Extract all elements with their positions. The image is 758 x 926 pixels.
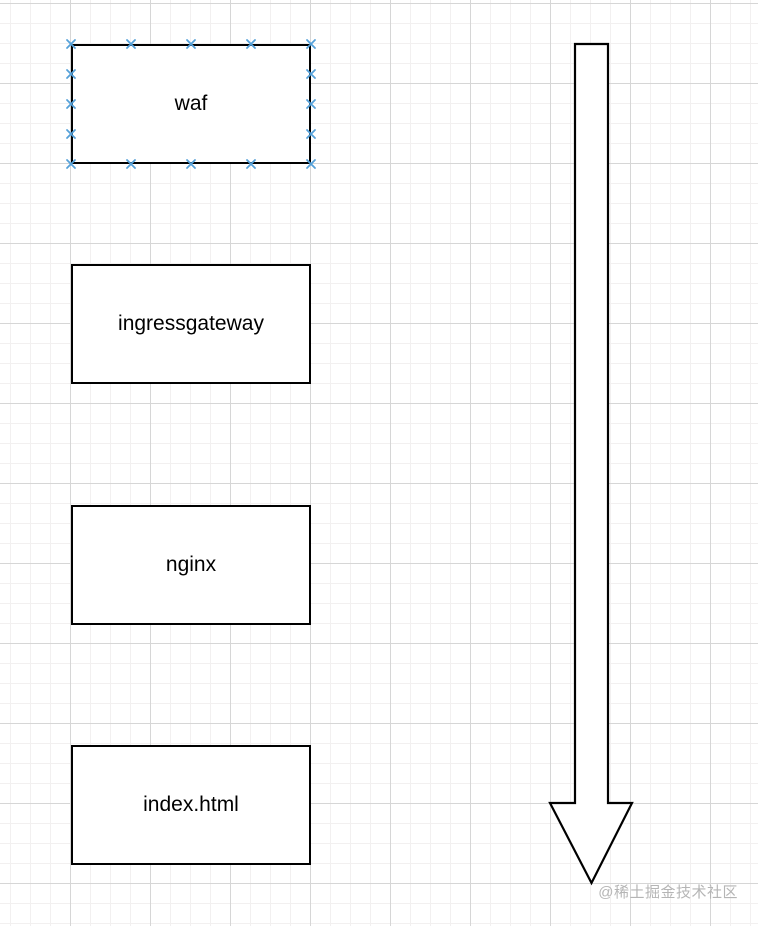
node-ingressgateway[interactable]: ingressgateway: [71, 264, 311, 384]
connection-point-icon[interactable]: [306, 159, 317, 170]
node-nginx[interactable]: nginx: [71, 505, 311, 625]
down-arrow-path: [548, 42, 634, 886]
connection-point-icon[interactable]: [126, 39, 137, 50]
connection-point-icon[interactable]: [306, 39, 317, 50]
connection-point-icon[interactable]: [306, 129, 317, 140]
node-label: ingressgateway: [118, 312, 264, 336]
connection-point-icon[interactable]: [306, 99, 317, 110]
watermark: @稀土掘金技术社区: [598, 884, 738, 901]
node-label: nginx: [165, 553, 217, 577]
node-index-html[interactable]: index.html: [71, 745, 311, 865]
connection-point-icon[interactable]: [186, 159, 197, 170]
connection-point-icon[interactable]: [306, 69, 317, 80]
connection-point-icon[interactable]: [246, 159, 257, 170]
down-arrow-shape[interactable]: [540, 30, 650, 900]
connection-point-icon[interactable]: [66, 129, 77, 140]
node-label: waf: [174, 92, 208, 116]
connection-point-icon[interactable]: [126, 159, 137, 170]
connection-point-icon[interactable]: [66, 69, 77, 80]
connection-point-icon[interactable]: [246, 39, 257, 50]
connection-point-icon[interactable]: [66, 159, 77, 170]
connection-point-icon[interactable]: [186, 39, 197, 50]
connection-point-icon[interactable]: [66, 39, 77, 50]
node-label: index.html: [143, 793, 239, 817]
node-waf[interactable]: waf: [66, 39, 316, 169]
connection-point-icon[interactable]: [66, 99, 77, 110]
